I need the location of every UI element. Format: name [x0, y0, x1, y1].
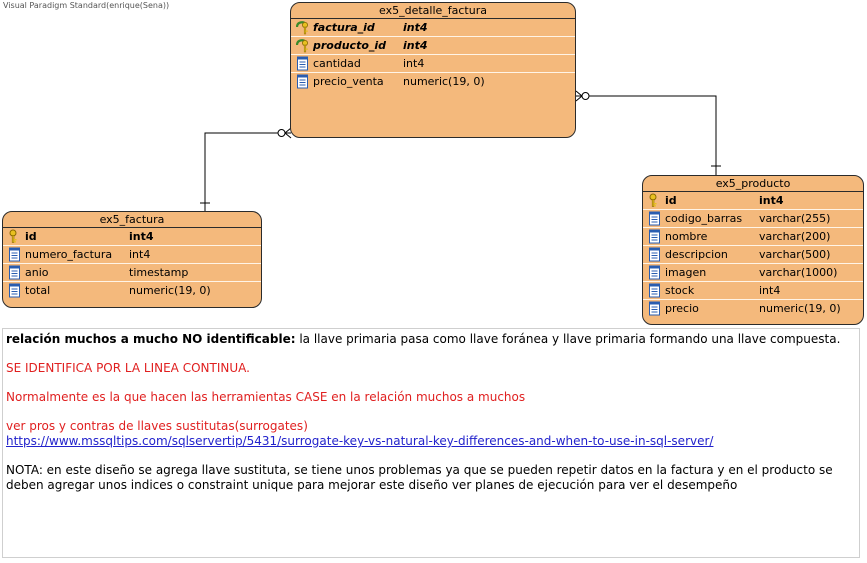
column-row[interactable]: total numeric(19, 0): [3, 282, 261, 299]
entity-title: ex5_producto: [643, 176, 863, 192]
column-type: varchar(1000): [759, 266, 838, 279]
column-name: nombre: [665, 230, 708, 243]
column-row[interactable]: precio numeric(19, 0): [643, 300, 863, 317]
entity-ex5-factura[interactable]: ex5_factura id int4 numero_factura int4 anio…: [2, 211, 262, 308]
column-type: int4: [403, 57, 425, 70]
column-row[interactable]: factura_id int4: [291, 19, 575, 37]
column-icon: [8, 283, 22, 298]
column-name: precio_venta: [313, 75, 384, 88]
column-icon: [648, 247, 662, 262]
column-name: codigo_barras: [665, 212, 743, 225]
entity-title: ex5_detalle_factura: [291, 3, 575, 19]
column-type: varchar(255): [759, 212, 831, 225]
column-name: imagen: [665, 266, 707, 279]
column-row[interactable]: nombre varchar(200): [643, 228, 863, 246]
column-type: int4: [403, 39, 428, 52]
entity-ex5-producto[interactable]: ex5_producto id int4 codigo_barras varchar(…: [642, 175, 864, 325]
column-row[interactable]: anio timestamp: [3, 264, 261, 282]
primary-key-icon: [648, 193, 662, 208]
column-name: descripcion: [665, 248, 728, 261]
column-name: precio: [665, 302, 699, 315]
column-icon: [648, 283, 662, 298]
foreign-key-icon: [295, 20, 310, 35]
primary-key-icon: [8, 229, 22, 244]
column-name: total: [25, 284, 51, 297]
column-name: producto_id: [313, 39, 387, 52]
column-name: cantidad: [313, 57, 361, 70]
relation-producto-detalle[interactable]: [575, 90, 721, 175]
foreign-key-icon: [295, 38, 310, 53]
column-name: stock: [665, 284, 695, 297]
column-icon: [648, 265, 662, 280]
entity-title: ex5_factura: [3, 212, 261, 228]
column-row[interactable]: id int4: [3, 228, 261, 246]
note-heading: relación muchos a mucho NO identificable…: [6, 332, 856, 347]
column-row[interactable]: producto_id int4: [291, 37, 575, 55]
column-icon: [296, 74, 310, 89]
column-type: int4: [129, 248, 151, 261]
watermark-text: Visual Paradigm Standard(enrique(Sena)): [3, 1, 170, 10]
column-type: timestamp: [129, 266, 189, 279]
note-normalmente: Normalmente es la que hacen las herramie…: [6, 390, 526, 404]
note-box: relación muchos a mucho NO identificable…: [2, 328, 860, 558]
column-icon: [8, 265, 22, 280]
column-icon: [8, 247, 22, 262]
column-icon: [648, 301, 662, 316]
column-row[interactable]: precio_venta numeric(19, 0): [291, 73, 575, 90]
note-nota: NOTA: en este diseño se agrega llave sus…: [6, 463, 833, 492]
column-type: int4: [403, 21, 428, 34]
column-type: int4: [759, 194, 784, 207]
column-type: numeric(19, 0): [759, 302, 841, 315]
relation-factura-detalle[interactable]: [200, 127, 292, 212]
column-type: int4: [129, 230, 154, 243]
note-heading-bold: relación muchos a mucho NO identificable…: [6, 332, 296, 346]
column-icon: [296, 56, 310, 71]
note-pros-block: ver pros y contras de llaves sustitutas(…: [6, 419, 856, 449]
column-row[interactable]: numero_factura int4: [3, 246, 261, 264]
column-name: anio: [25, 266, 49, 279]
note-pros: ver pros y contras de llaves sustitutas(…: [6, 419, 308, 433]
column-row[interactable]: cantidad int4: [291, 55, 575, 73]
column-row[interactable]: codigo_barras varchar(255): [643, 210, 863, 228]
column-name: factura_id: [313, 21, 375, 34]
column-name: id: [25, 230, 37, 243]
column-type: int4: [759, 284, 781, 297]
column-row[interactable]: id int4: [643, 192, 863, 210]
column-row[interactable]: imagen varchar(1000): [643, 264, 863, 282]
column-type: numeric(19, 0): [403, 75, 485, 88]
column-row[interactable]: descripcion varchar(500): [643, 246, 863, 264]
note-heading-rest: la llave primaria pasa como llave foráne…: [295, 332, 841, 346]
column-type: varchar(500): [759, 248, 831, 261]
note-identifica: SE IDENTIFICA POR LA LINEA CONTINUA.: [6, 361, 250, 375]
column-name: numero_factura: [25, 248, 113, 261]
column-icon: [648, 229, 662, 244]
column-type: numeric(19, 0): [129, 284, 211, 297]
column-row[interactable]: stock int4: [643, 282, 863, 300]
note-link[interactable]: https://www.mssqltips.com/sqlservertip/5…: [6, 434, 714, 448]
column-name: id: [665, 194, 677, 207]
column-type: varchar(200): [759, 230, 831, 243]
column-icon: [648, 211, 662, 226]
